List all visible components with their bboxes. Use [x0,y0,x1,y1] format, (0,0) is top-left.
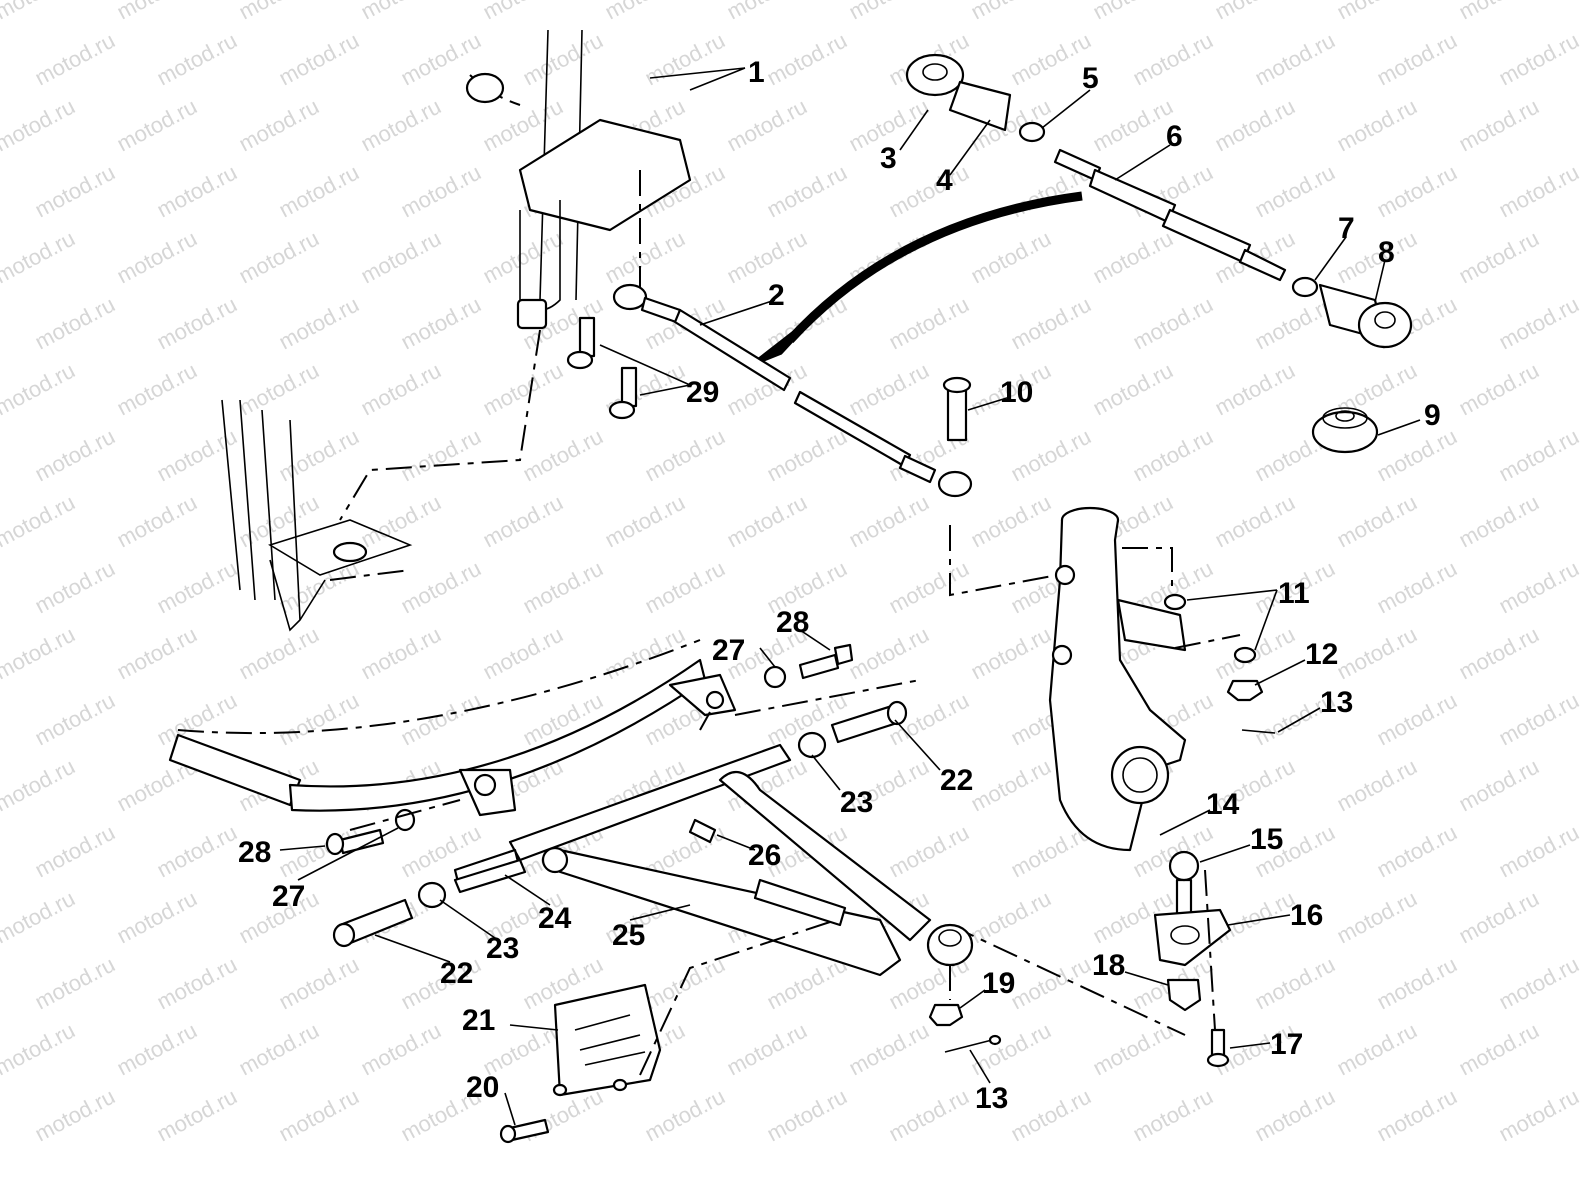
callout-6: 6 [1166,120,1183,153]
callout-27a: 27 [712,634,745,667]
guard-plate [499,921,831,1144]
callout-29: 29 [686,376,719,409]
bolts-27-28 [325,643,854,856]
callout-10: 10 [1000,376,1033,409]
callout-23b: 23 [486,932,519,965]
callout-4: 4 [936,164,953,197]
assembly-arrow [758,191,1083,363]
callout-2: 2 [768,279,785,312]
callout-25: 25 [612,919,645,952]
steering-post [339,29,692,521]
callout-11: 11 [1278,577,1310,610]
steering-rod [612,283,1059,597]
callout-14: 14 [1206,788,1240,821]
lower-frame [168,639,921,817]
callout-13a: 13 [1320,686,1353,719]
callout-16: 16 [1290,899,1323,932]
callout-22b: 22 [440,957,473,990]
callout-1: 1 [748,56,765,89]
callout-27b: 27 [272,880,305,913]
callout-labels: 1 2 3 4 5 6 7 8 9 10 11 12 13 14 15 16 1… [238,56,1441,1115]
callout-21: 21 [462,1004,495,1037]
callout-7: 7 [1338,212,1355,245]
callout-28b: 28 [238,836,271,869]
frame-rails [221,399,413,632]
callout-28a: 28 [776,606,809,639]
bolts-29 [566,316,638,420]
callout-15: 15 [1250,823,1283,856]
callout-20: 20 [466,1071,499,1104]
fasteners-right [1163,593,1276,734]
callout-13b: 13 [975,1082,1008,1115]
tie-rod-assembly [905,53,1413,454]
leader-lines [279,67,1421,1126]
pin-10 [942,376,972,442]
callout-22a: 22 [940,764,973,797]
callout-3: 3 [880,142,897,175]
arm-bushings [332,700,908,948]
callout-26: 26 [748,839,781,872]
callout-12: 12 [1305,638,1338,671]
callout-8: 8 [1378,236,1395,269]
callout-24: 24 [538,902,572,935]
callout-9: 9 [1424,399,1441,432]
ball-joint-parts [949,850,1232,1068]
callout-18: 18 [1092,949,1125,982]
callout-17: 17 [1270,1028,1303,1061]
fasteners-19-13 [928,965,1002,1053]
callout-5: 5 [1082,62,1099,95]
callout-19: 19 [982,967,1015,1000]
callout-23a: 23 [840,786,873,819]
spindle [1048,506,1241,852]
